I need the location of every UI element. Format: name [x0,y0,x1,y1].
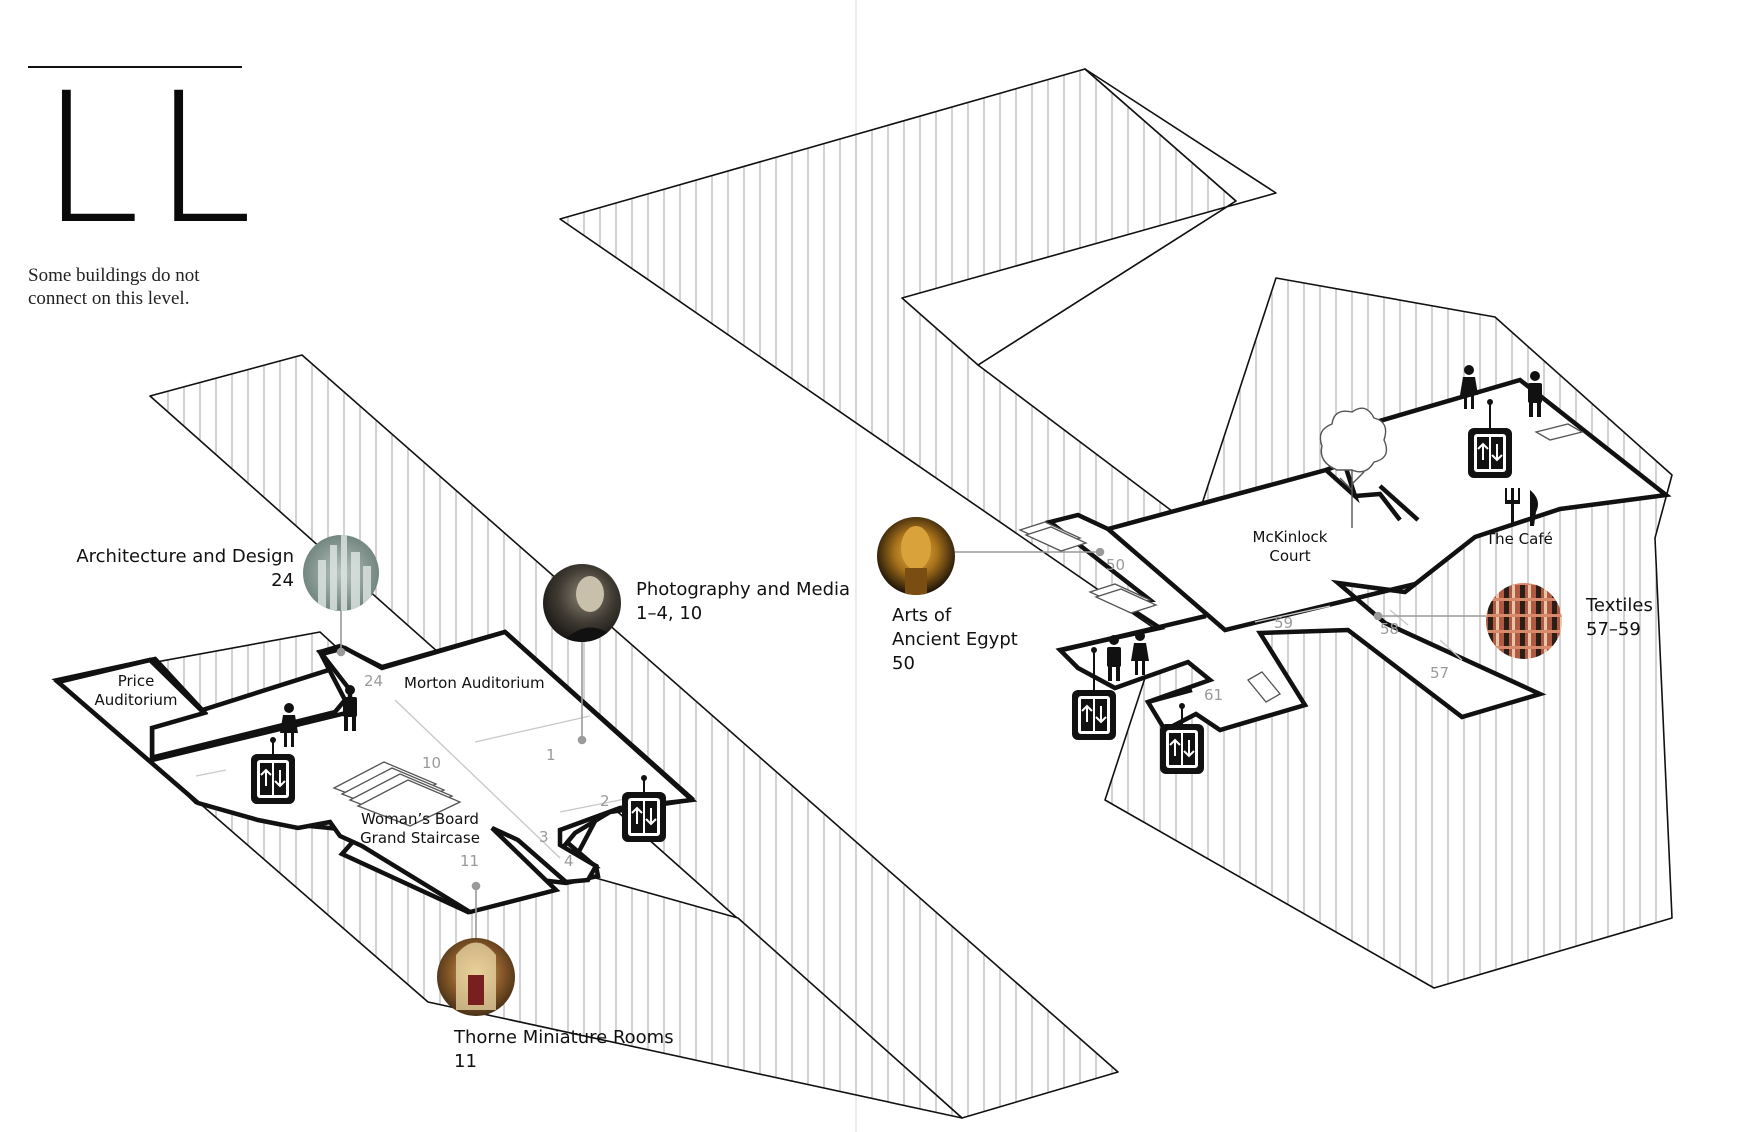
building-mass-left [149,354,1119,1119]
mckinlock-court-line2: Court [1269,547,1311,565]
gallery-number[interactable]: 24 [364,672,384,690]
restroom-men-icon [1107,635,1121,681]
stairs-icon-egypt-2 [1088,583,1158,614]
level-note-line2: connect on this level. [28,288,190,309]
left-corridor-guides [195,699,641,859]
elevator-icon[interactable] [1160,703,1204,774]
cafe-label: The Café [1486,530,1553,548]
gallery-number[interactable]: 4 [564,852,574,870]
gallery-number[interactable]: 57 [1430,664,1450,682]
egypt-label[interactable]: Arts of Ancient Egypt 50 [892,604,1018,676]
elevator-icon[interactable] [1468,399,1512,478]
gallery-number[interactable]: 1 [546,746,556,764]
architecture-label[interactable]: Architecture and Design 24 [76,545,294,593]
textiles-label[interactable]: Textiles 57–59 [1586,594,1653,642]
restroom-icons [280,365,1542,747]
level-title: LL [40,55,265,264]
egypt-name-line2: Ancient Egypt [892,629,1018,650]
mckinlock-court-line1: McKinlock [1252,528,1328,546]
egypt-name-line1: Arts of [892,605,952,626]
restroom-women-icon [1131,631,1149,675]
gallery-number[interactable]: 59 [1274,614,1294,632]
mckinlock-court-label: McKinlock Court [1240,528,1340,566]
egypt-thumbnail[interactable] [877,517,955,598]
building-masses [57,68,1673,1119]
elevator-icon[interactable] [1072,647,1116,740]
restroom-women-icon [1460,365,1478,409]
stairs-icon [332,761,462,827]
photography-label[interactable]: Photography and Media 1–4, 10 [636,578,850,626]
elevator-icon[interactable] [622,775,666,842]
stairs-icon-cafe [1534,423,1584,441]
price-auditorium-line2: Auditorium [94,691,178,709]
gallery-number[interactable]: 11 [460,852,480,870]
gallery-number[interactable]: 50 [1106,556,1126,574]
thorne-galleries: 11 [454,1051,477,1072]
cafe-divider [1378,484,1420,522]
gallery-number[interactable]: 61 [1204,686,1224,704]
grand-staircase-line1: Woman’s Board [361,810,479,828]
restroom-men-icon [1528,371,1542,417]
price-auditorium-label: Price Auditorium [88,672,184,710]
gallery-number[interactable]: 10 [422,754,442,772]
restroom-men-icon [343,685,357,731]
elevator-icons [251,399,1512,842]
leader-lines [336,547,1486,938]
architecture-galleries: 24 [271,570,294,591]
photography-thumbnail[interactable] [543,564,622,645]
gallery-number[interactable]: 2 [600,792,610,810]
right-corridor-guides [1254,605,1463,661]
level-note: Some buildings do not connect on this le… [28,264,268,310]
morton-auditorium-label: Morton Auditorium [404,674,545,692]
gallery-number[interactable]: 58 [1380,620,1400,638]
photography-galleries: 1–4, 10 [636,603,703,624]
right-plan-walls [1061,455,1416,705]
price-auditorium-line1: Price [117,672,155,690]
textiles-thumbnail[interactable] [1486,583,1562,659]
architecture-thumbnail[interactable] [303,532,379,612]
restroom-women-icon [280,703,298,747]
thorne-thumbnail[interactable] [437,938,515,1016]
building-mass-inner-cutout [901,68,1277,366]
stairs-icon-egypt-1 [1018,521,1088,552]
tree-icon [1319,407,1388,528]
grand-staircase-line2: Grand Staircase [360,829,480,847]
level-note-line1: Some buildings do not [28,265,200,286]
collection-thumbnails [303,517,1562,1016]
architecture-name: Architecture and Design [76,546,294,567]
thorne-name: Thorne Miniature Rooms [454,1027,674,1048]
photography-name: Photography and Media [636,579,851,600]
egypt-galleries: 50 [892,653,915,674]
title-rule [28,66,242,68]
textiles-galleries: 57–59 [1586,619,1641,640]
elevator-icon[interactable] [251,737,295,804]
gallery-number[interactable]: 3 [539,828,549,846]
textiles-name: Textiles [1586,595,1653,616]
stairs-icon-61 [1247,671,1281,703]
cafe-icon [1505,488,1538,526]
thorne-label[interactable]: Thorne Miniature Rooms 11 [454,1026,674,1074]
grand-staircase-label: Woman’s Board Grand Staircase [354,810,486,848]
